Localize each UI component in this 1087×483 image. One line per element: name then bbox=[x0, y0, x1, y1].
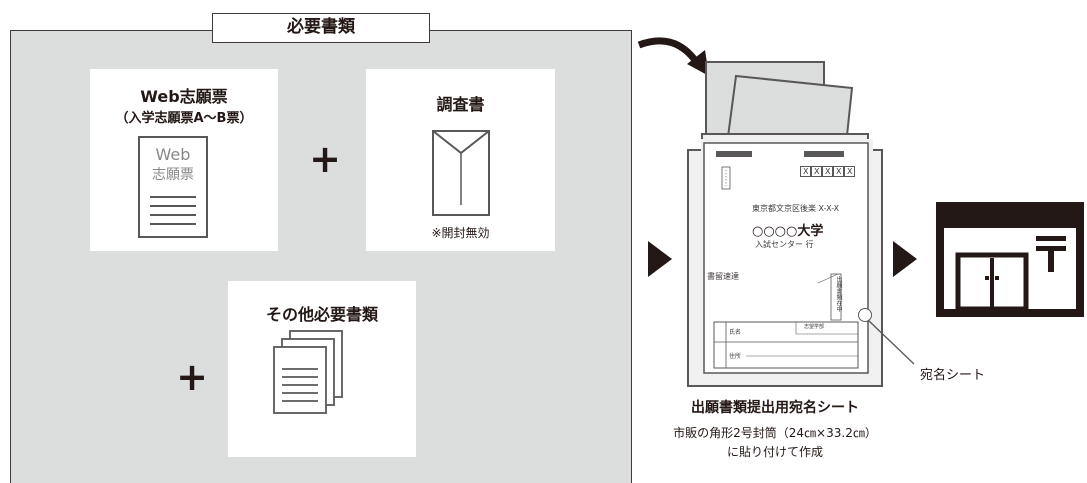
other-documents-card: その他必要書類 bbox=[228, 281, 416, 457]
label-sender-name: 氏名 bbox=[729, 329, 742, 336]
plus-icon-2: + bbox=[176, 355, 208, 399]
sealed-envelope-icon bbox=[432, 130, 490, 216]
callout-line bbox=[867, 319, 915, 365]
web-form-card: Web志願票 （入学志願票A〜B票） Web 志願票 bbox=[90, 69, 278, 251]
right-triangle-icon-2 bbox=[893, 241, 917, 277]
caption-title: 出願書類提出用宛名シート bbox=[691, 400, 859, 416]
label-digit-box: X bbox=[833, 166, 845, 177]
web-form-icon-text-1: Web bbox=[155, 145, 191, 164]
report-title: 調査書 bbox=[436, 95, 485, 114]
report-note: ※開封無効 bbox=[431, 226, 490, 240]
label-digit-box: X bbox=[800, 166, 812, 177]
plus-icon-1: + bbox=[309, 137, 341, 181]
label-registered: 書留速達 bbox=[707, 272, 739, 281]
callout-label: 宛名シート bbox=[920, 368, 986, 383]
label-university: ○○○○大学 bbox=[752, 220, 823, 239]
callout-marker bbox=[858, 308, 872, 322]
stacked-documents-icon bbox=[273, 330, 343, 414]
label-digit-box: X bbox=[811, 166, 823, 177]
web-form-title: Web志願票 bbox=[140, 87, 228, 106]
label-address: 東京都文京区後楽 X-X-X bbox=[752, 204, 840, 213]
label-university-prefix: ○○○○ bbox=[752, 224, 798, 239]
label-digit-box: X bbox=[822, 166, 834, 177]
curved-arrow-icon bbox=[637, 37, 709, 76]
label-exam-field: 志望学部 bbox=[804, 324, 825, 330]
other-documents-title: その他必要書類 bbox=[265, 305, 378, 324]
caption-line-2: に貼り付けて作成 bbox=[726, 445, 823, 459]
post-office-icon bbox=[936, 202, 1084, 317]
right-triangle-icon-1 bbox=[648, 241, 672, 277]
label-digit-box: X bbox=[844, 166, 856, 177]
web-form-document-icon bbox=[138, 136, 208, 238]
label-center: 入試センター 行 bbox=[755, 240, 814, 249]
web-form-icon-text-2: 志願票 bbox=[152, 167, 194, 183]
label-university-suffix: 大学 bbox=[797, 224, 824, 239]
caption-line-1: 市販の角形2号封筒（24㎝×33.2㎝） bbox=[673, 426, 877, 440]
panel-title: 必要書類 bbox=[212, 13, 430, 43]
label-sender-address: 住所 bbox=[729, 353, 742, 360]
web-form-subtitle: （入学志願票A〜B票） bbox=[115, 111, 253, 126]
report-card: 調査書 ※開封無効 bbox=[366, 69, 555, 251]
label-vertical-stamp: 出願書類在中 bbox=[835, 276, 842, 312]
envelope-with-address-sheet bbox=[687, 61, 883, 387]
